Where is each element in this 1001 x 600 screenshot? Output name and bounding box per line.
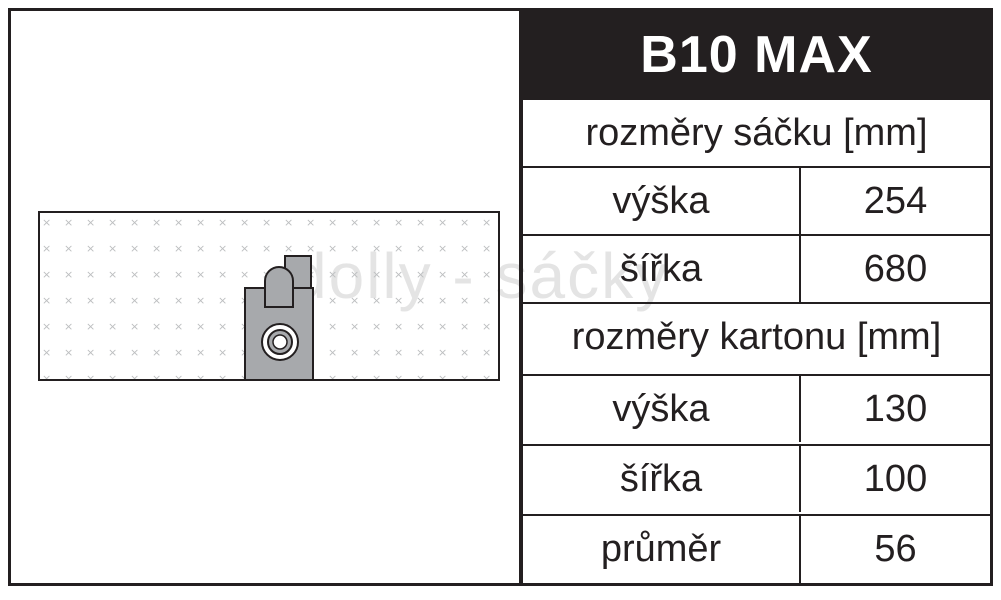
row-label: šířka — [523, 446, 801, 512]
panel-divider — [519, 11, 523, 583]
row-value: 680 — [863, 247, 928, 290]
row-label: průměr — [523, 516, 801, 583]
bag-dimensions-header: rozměry sáčku [mm] — [523, 98, 990, 166]
section-label: rozměry kartonu [mm] — [571, 315, 942, 358]
row-value: 56 — [874, 528, 917, 570]
row-value: 254 — [863, 179, 928, 222]
row-label: šířka — [523, 236, 801, 302]
bag-collar — [244, 255, 314, 381]
dust-bag-icon: × — [38, 211, 500, 381]
spec-table: B10 MAX rozměry sáčku [mm] výška 254 šíř… — [523, 11, 990, 583]
row-label: výška — [523, 168, 801, 234]
table-row: výška 130 — [523, 374, 990, 442]
table-row: šířka 100 — [523, 444, 990, 512]
table-row: výška 254 — [523, 166, 990, 234]
product-card: dolly - sáčky × B10 MAX rozměry sáčku [m… — [8, 8, 993, 586]
section-label: rozměry sáčku [mm] — [585, 111, 928, 154]
table-row: průměr 56 — [523, 514, 990, 583]
carton-dimensions-header: rozměry kartonu [mm] — [523, 302, 990, 370]
illustration-panel: dolly - sáčky × — [11, 11, 667, 583]
product-title: B10 MAX — [523, 11, 990, 98]
table-row: šířka 680 — [523, 234, 990, 302]
row-label: výška — [523, 376, 801, 442]
row-value: 130 — [863, 387, 928, 430]
row-value: 100 — [863, 457, 928, 500]
collar-hole-inner — [272, 334, 288, 350]
